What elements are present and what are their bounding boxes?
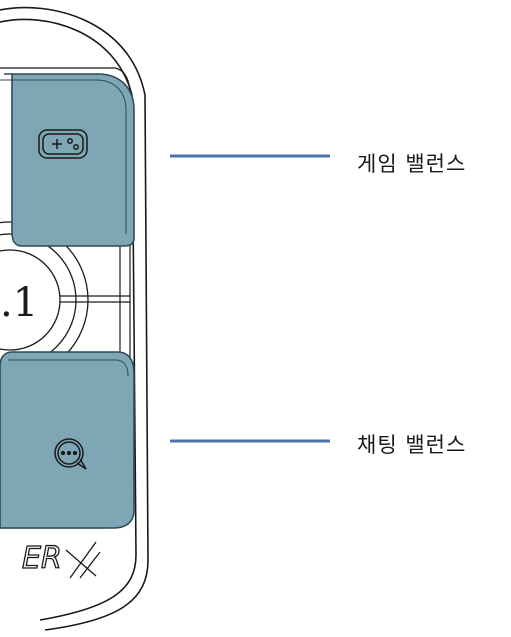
game-balance-button[interactable] (0, 73, 135, 247)
chat-balance-label: 채팅 밸런스 (357, 433, 467, 457)
chat-bubble-icon (54, 438, 87, 470)
dial-label: .1 (0, 280, 38, 326)
chat-balance-button[interactable] (0, 351, 135, 529)
logo-text: ER (22, 541, 62, 576)
game-balance-label: 게임 밸런스 (357, 152, 467, 176)
game-button-bevel (0, 79, 127, 234)
brand-logo: ER (21, 540, 101, 579)
chat-button-surface[interactable] (0, 351, 135, 529)
gamepad-icon (38, 129, 88, 159)
chat-button-bevel (8, 359, 129, 377)
game-button-surface[interactable] (4, 73, 135, 247)
